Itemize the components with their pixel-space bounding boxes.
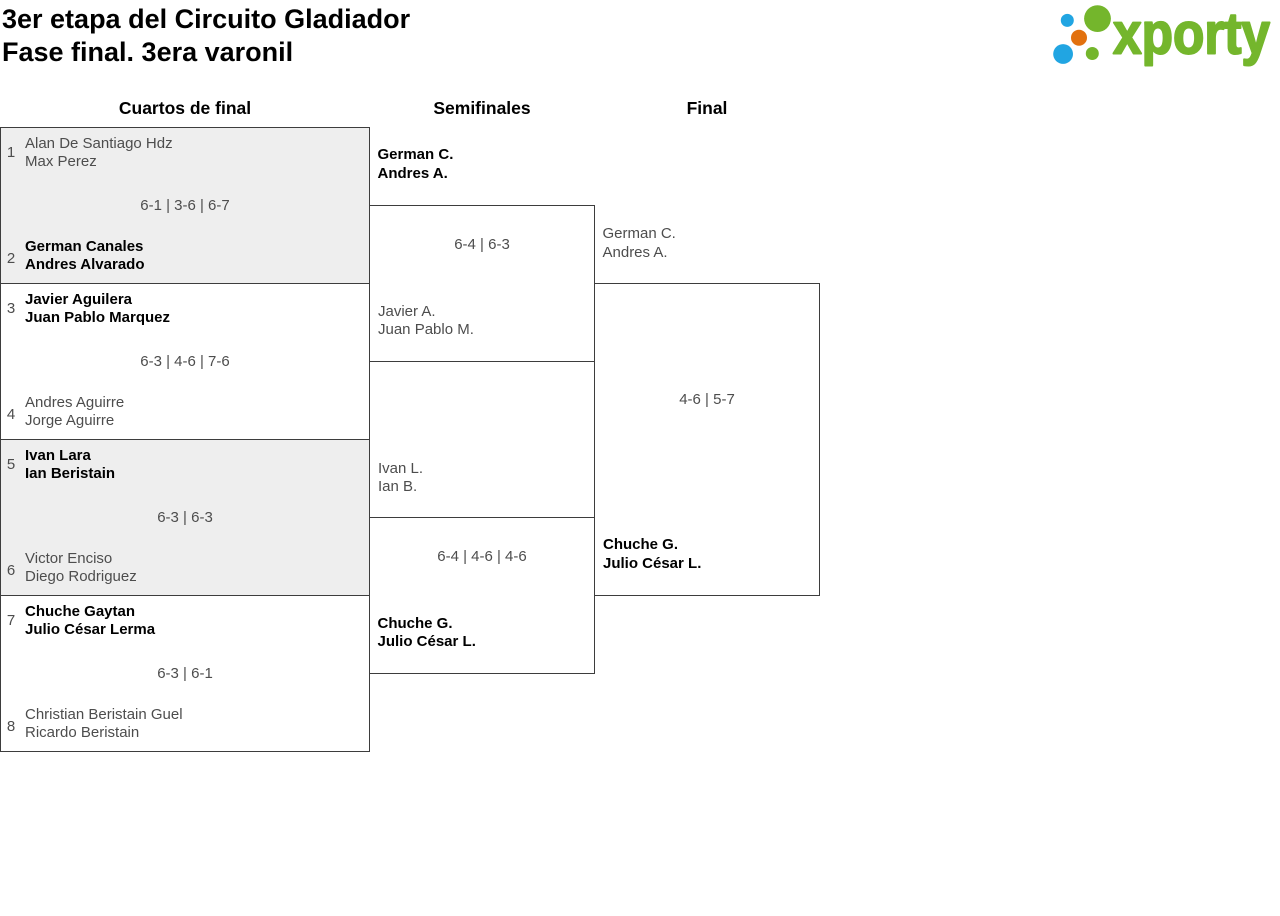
- svg-text:xporty: xporty: [1113, 1, 1270, 66]
